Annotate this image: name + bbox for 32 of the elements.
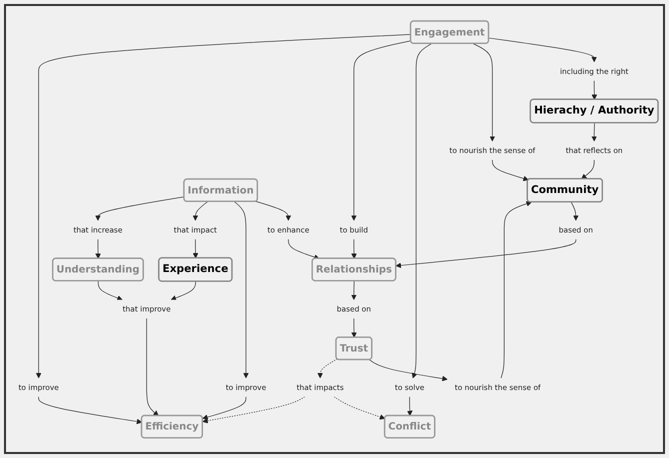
- arrow: [234, 201, 249, 378]
- arrow: [146, 318, 159, 416]
- arrow: [488, 37, 597, 62]
- arrow: [581, 159, 594, 179]
- arrow: [36, 34, 412, 378]
- arrow: [98, 280, 123, 300]
- arrow: [192, 238, 198, 258]
- arrow: [591, 122, 597, 142]
- arrow: [500, 200, 532, 378]
- arrow: [38, 396, 142, 424]
- arrow: [472, 42, 496, 142]
- arrow: [334, 396, 386, 420]
- arrow: [317, 358, 338, 378]
- arrow: [351, 238, 357, 258]
- arrow: [492, 159, 529, 181]
- arrow: [351, 318, 357, 338]
- arrow: [202, 396, 246, 420]
- arrow: [570, 201, 579, 220]
- arrow: [256, 200, 292, 220]
- arrow: [95, 196, 185, 220]
- arrow: [202, 396, 306, 424]
- arrow: [407, 396, 412, 416]
- arrow: [412, 42, 432, 378]
- arrow: [351, 280, 357, 300]
- arrow: [351, 40, 412, 220]
- arrow: [369, 359, 448, 381]
- arrow: [592, 80, 598, 100]
- arrow: [95, 238, 101, 258]
- arrow: [170, 280, 196, 300]
- arrow: [396, 238, 576, 268]
- arrow: [288, 238, 320, 260]
- arrow: [192, 201, 208, 220]
